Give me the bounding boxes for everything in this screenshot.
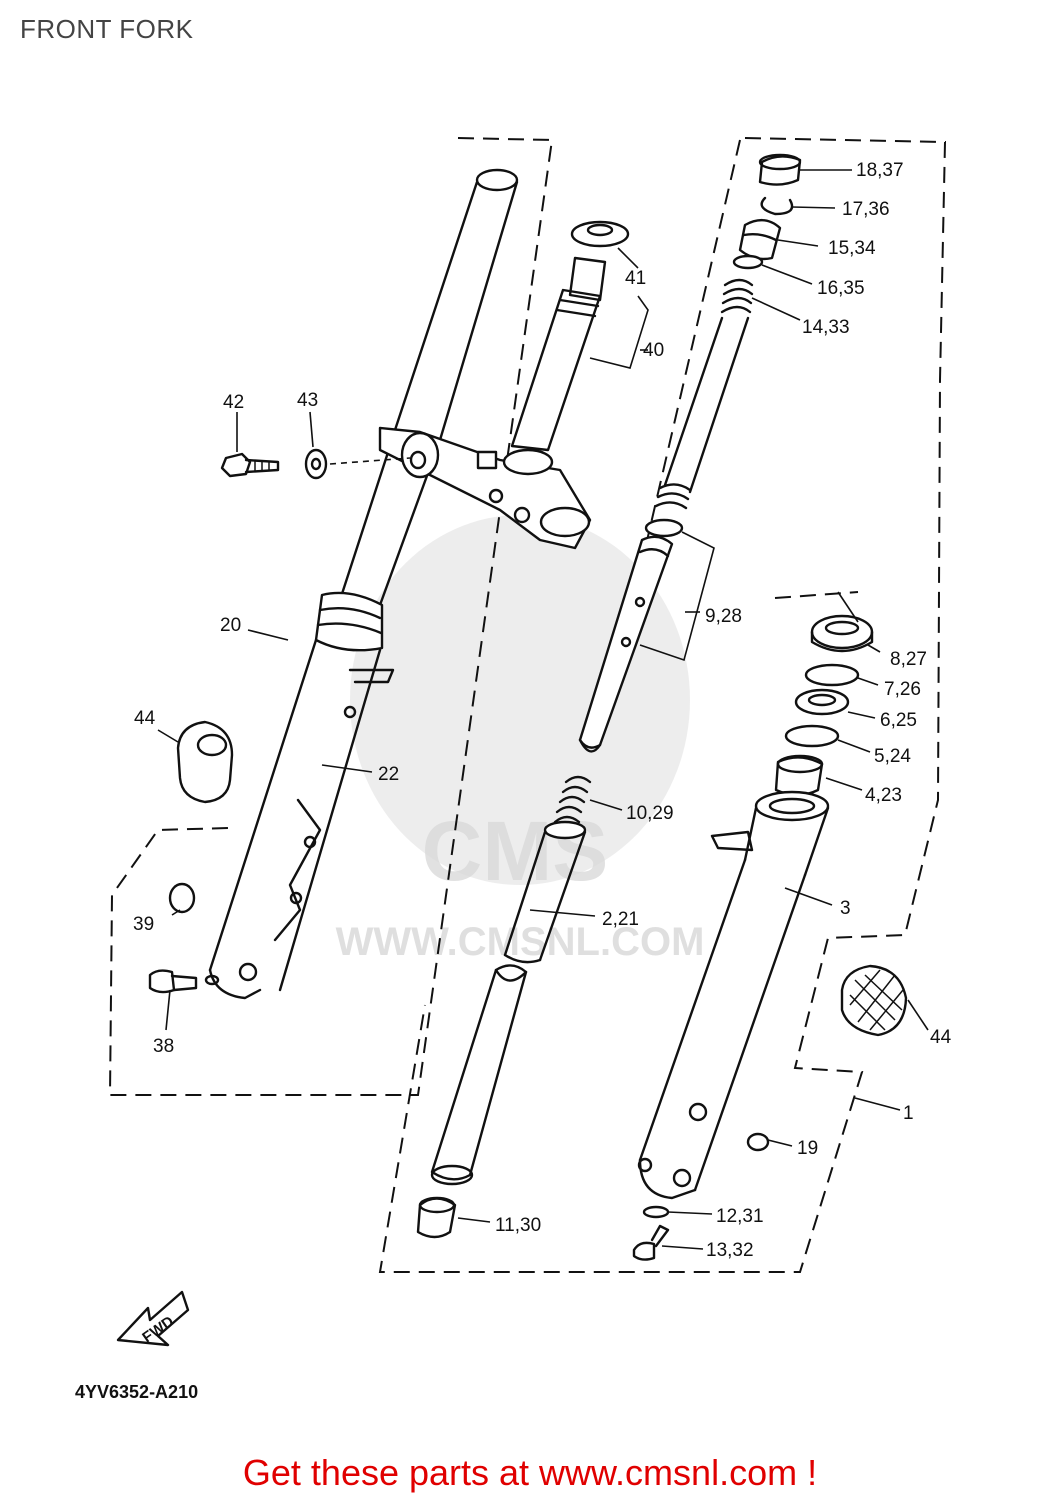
callout-label: 2,21 <box>602 909 639 930</box>
callout-label: 5,24 <box>874 746 911 767</box>
callout-label: 14,33 <box>802 317 850 338</box>
inner-fork-tube <box>430 964 528 1186</box>
callout-label: 42 <box>223 392 244 413</box>
callout-label: 40 <box>643 340 664 361</box>
left-fork-tube <box>208 168 519 1000</box>
axle-bolt <box>148 969 198 994</box>
callout-label: 19 <box>797 1138 818 1159</box>
fwd-arrow-icon: FWD <box>116 1290 190 1346</box>
page-title: FRONT FORK <box>20 14 194 44</box>
callout-label: 17,36 <box>842 199 890 220</box>
callout-label: 39 <box>133 914 154 935</box>
callout-label: 20 <box>220 615 241 636</box>
dust-cap-right <box>840 964 908 1037</box>
callout-label: 13,32 <box>706 1240 754 1261</box>
copper-washer <box>642 1205 670 1219</box>
pinch-bolt <box>220 452 280 478</box>
callout-label: 7,26 <box>884 679 921 700</box>
callout-label: 43 <box>297 390 318 411</box>
seal-washer <box>784 724 840 748</box>
callout-label: 4,23 <box>865 785 902 806</box>
dust-seal-right <box>810 614 874 653</box>
callout-label: 11,30 <box>495 1215 541 1236</box>
callout-label: 1 <box>903 1103 914 1124</box>
rebound-spring <box>553 775 592 824</box>
boundary-bottom-link <box>774 591 859 599</box>
callout-label: 8,27 <box>890 649 927 670</box>
circlip <box>760 196 794 216</box>
spacer-top <box>738 219 782 261</box>
oil-lock-piece <box>416 1196 457 1239</box>
callout-label: 38 <box>153 1036 174 1057</box>
callout-label: 6,25 <box>880 710 917 731</box>
watermark-text: WWW.CMSNL.COM <box>336 920 705 964</box>
diagram-code: 4YV6352-A210 <box>75 1382 199 1402</box>
callout-label: 15,34 <box>828 238 876 259</box>
callout-label: 44 <box>930 1027 952 1048</box>
callout-label: 12,31 <box>716 1206 764 1227</box>
steering-stem-assembly <box>378 220 630 550</box>
drain-plug-washer <box>746 1132 770 1152</box>
boundary-right-group <box>378 137 947 1273</box>
washer <box>304 448 328 480</box>
footer-cta-link[interactable]: Get these parts at www.cmsnl.com ! <box>242 1452 818 1493</box>
damper-bolt <box>632 1224 670 1261</box>
outer-bushing <box>774 754 824 797</box>
callout-labels: 18,37 17,36 15,34 16,35 14,33 41 40 42 4… <box>133 160 952 1261</box>
fork-spring <box>654 278 754 510</box>
damper-rod <box>578 518 684 753</box>
oil-seal <box>794 688 850 716</box>
leader-lines <box>157 169 929 1250</box>
spring-seat-washer <box>732 254 764 270</box>
callout-label: 41 <box>625 268 646 289</box>
fork-bushing-tube <box>503 820 587 964</box>
callout-label: 3 <box>840 898 851 919</box>
retaining-clip <box>804 663 860 687</box>
cap-bolt <box>758 153 802 186</box>
callout-label: 10,29 <box>626 803 674 824</box>
callout-label: 22 <box>378 764 399 785</box>
outer-fork-tube <box>637 790 830 1200</box>
dust-seal-left <box>176 720 234 804</box>
callout-label: 9,28 <box>705 606 742 627</box>
callout-label: 18,37 <box>856 160 904 181</box>
watermark-logo: CMS <box>422 804 609 898</box>
plug <box>168 882 196 914</box>
callout-label: 44 <box>134 708 156 729</box>
callout-label: 16,35 <box>817 278 865 299</box>
